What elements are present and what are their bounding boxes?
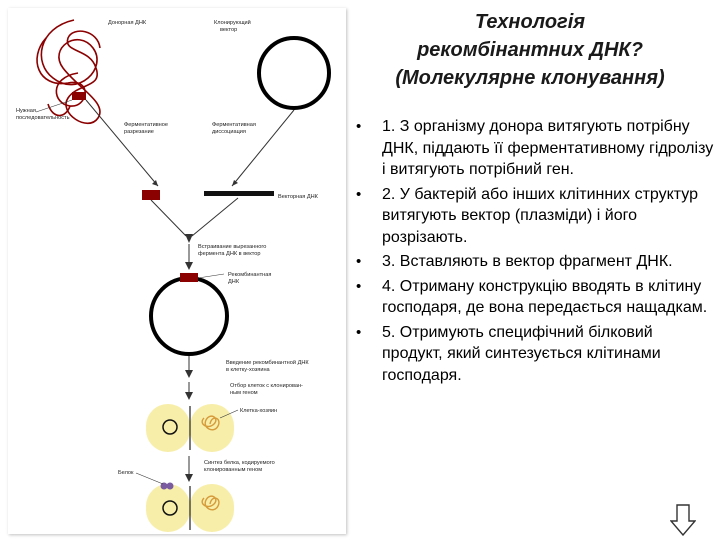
label-insertion: Встраивание вырезанного bbox=[198, 244, 266, 250]
step-item: 1. З організму донора витягують потрібну… bbox=[356, 116, 716, 181]
arrowhead bbox=[185, 474, 193, 482]
label-protein: Белок bbox=[118, 470, 134, 476]
label-recombinant-dna-2: ДНК bbox=[228, 279, 240, 285]
vector-arrow bbox=[191, 197, 239, 237]
arrowhead bbox=[185, 370, 193, 378]
label-needed-sequence: Нужная bbox=[16, 108, 36, 114]
label-enzymatic-digest-2: диссоциация bbox=[212, 129, 246, 135]
label-synthesis: Синтез белка, кодируемого bbox=[204, 460, 275, 466]
plasmid bbox=[162, 419, 178, 435]
label-enzymatic-cut-2: разрезание bbox=[124, 129, 154, 135]
label-synthesis-2: клонированным геном bbox=[204, 467, 262, 473]
down-arrow-icon bbox=[669, 504, 697, 537]
gene-fragment bbox=[142, 190, 160, 200]
host-cells bbox=[146, 404, 234, 452]
arrowhead bbox=[185, 392, 193, 400]
protein-molecule bbox=[160, 482, 168, 490]
vector-to-linear-arrow bbox=[231, 109, 295, 187]
title-line-3: (Молекулярне клонування) bbox=[395, 67, 665, 89]
arrowhead bbox=[185, 262, 193, 270]
title-line-1: Технологія bbox=[474, 11, 586, 33]
arrowhead bbox=[232, 180, 238, 186]
host-cell-right bbox=[190, 404, 234, 452]
slide-title: Технологія рекомбінантних ДНК? (Молекуля… bbox=[352, 8, 708, 92]
recombinant-insert bbox=[180, 273, 198, 282]
label-introduction: Введение рекомбинантной ДНК bbox=[226, 359, 309, 366]
cloning-vector-ring bbox=[257, 36, 331, 110]
step-item: 4. Отриману конструкцію вводять в клітин… bbox=[356, 276, 716, 319]
donor-dna-coil bbox=[36, 19, 101, 125]
donor-to-fragment-arrow bbox=[85, 99, 159, 187]
title-line-2: рекомбінантних ДНК? bbox=[417, 39, 643, 61]
label-host-cell: Клетка-хозяин bbox=[240, 408, 277, 414]
recombinant-dna-ring bbox=[149, 276, 229, 356]
cloning-diagram-svg: Донорная ДНК Клонирующий вектор Нужная п… bbox=[16, 19, 331, 532]
plasmid bbox=[162, 500, 178, 516]
nucleus-coil bbox=[201, 415, 220, 431]
step-item: 2. У бактерій або інших клітинних структ… bbox=[356, 184, 716, 249]
needed-sequence-pointer bbox=[35, 99, 73, 113]
protein-producing-cells bbox=[146, 482, 234, 532]
label-vector-dna: Векторная ДНК bbox=[278, 194, 319, 200]
label-enzymatic-digest: Ферментативная bbox=[212, 122, 256, 128]
linear-vector-dna bbox=[204, 191, 274, 196]
label-donor-dna: Донорная ДНК bbox=[108, 20, 147, 26]
fragment-arrow bbox=[150, 199, 187, 237]
producing-cell-right bbox=[190, 484, 234, 532]
protein-pointer bbox=[135, 472, 164, 485]
label-needed-sequence-2: последовательность bbox=[16, 115, 70, 121]
label-selection-2: ным геном bbox=[230, 390, 258, 396]
cloning-diagram: Донорная ДНК Клонирующий вектор Нужная п… bbox=[8, 8, 346, 534]
label-cloning-vector-2: вектор bbox=[220, 27, 237, 33]
label-introduction-2: в клетку-хозяина bbox=[226, 367, 271, 373]
host-cell-left bbox=[146, 404, 190, 452]
label-insertion-2: фермента ДНК в вектор bbox=[198, 251, 260, 257]
donor-gene-segment bbox=[72, 92, 86, 100]
protein-molecule bbox=[166, 482, 174, 490]
arrowhead bbox=[152, 180, 158, 186]
next-slide-button[interactable] bbox=[669, 504, 697, 537]
nucleus-coil bbox=[201, 495, 220, 511]
recombinant-pointer bbox=[197, 273, 225, 279]
step-item: 5. Отримують специфічний білковий продук… bbox=[356, 322, 716, 387]
host-cell-pointer bbox=[219, 409, 239, 419]
step-item: 3. Вставляють в вектор фрагмент ДНК. bbox=[356, 251, 716, 273]
arrowhead bbox=[185, 234, 193, 243]
label-cloning-vector: Клонирующий bbox=[214, 19, 251, 26]
producing-cell-left bbox=[146, 484, 190, 532]
label-selection: Отбор клеток с клонирован- bbox=[230, 383, 303, 389]
steps-list: 1. З організму донора витягують потрібну… bbox=[356, 116, 716, 389]
label-enzymatic-cut: Ферментативное bbox=[124, 122, 168, 128]
label-recombinant-dna: Рекомбинантная bbox=[228, 272, 271, 278]
